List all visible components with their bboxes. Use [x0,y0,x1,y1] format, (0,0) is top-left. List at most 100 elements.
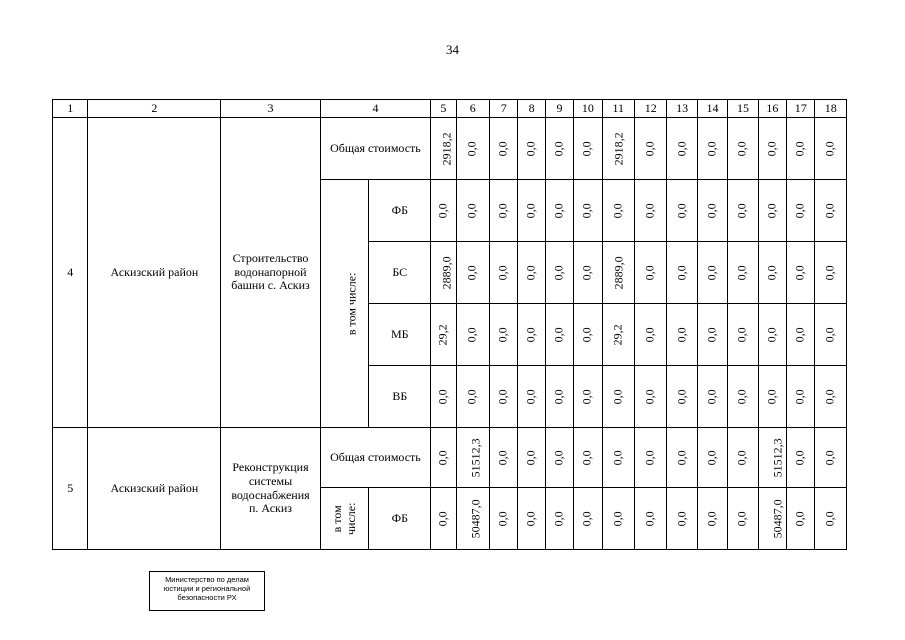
value: 0,0 [464,326,479,342]
value-cell: 0,0 [666,427,698,488]
value-cell: 0,0 [786,487,816,550]
value-cell: 0,0 [814,487,847,550]
header-cell: 13 [666,99,698,118]
district-cell: Аскизский район [87,117,222,428]
value: 2889,0 [439,255,454,289]
value: 2918,2 [439,131,454,165]
value: 0,0 [464,264,479,280]
value: 0,0 [551,140,566,156]
value-cell: 2889,0 [601,241,635,304]
value-cell: 0,0 [517,179,546,242]
incl-label-cell: в том числе: [319,179,370,428]
value: 0,0 [464,202,479,218]
value-cell: 0,0 [814,179,847,242]
value-cell: 0,0 [696,179,729,242]
value-cell: 0,0 [573,241,603,304]
value-cell: 0,0 [666,365,698,428]
header-label: 11 [612,100,625,115]
value: 0,0 [551,202,566,218]
row-number: 5 [51,427,89,550]
value-cell: 0,0 [786,179,816,242]
value-cell: 0,0 [786,241,816,304]
value-cell: 0,0 [814,427,847,488]
value: 0,0 [579,388,594,404]
value: 0,0 [464,388,479,404]
value: 0,0 [642,326,657,342]
value-cell: 0,0 [633,179,668,242]
district-text: Аскизский район [110,264,199,279]
value-cell: 0,0 [633,117,668,180]
value: 0,0 [792,510,807,526]
value: 0,0 [579,202,594,218]
header-label: 1 [67,100,74,115]
value-cell: 0,0 [544,303,575,366]
value: 0,0 [822,202,837,218]
header-label: 2 [151,100,158,115]
value: 0,0 [704,326,719,342]
value-cell: 0,0 [573,179,603,242]
value-cell: 0,0 [517,427,546,488]
value-cell: 0,0 [757,365,788,428]
header-label: 16 [766,100,779,115]
value: 0,0 [764,264,779,280]
source-label: ФБ [391,202,408,217]
stamp-line-2: юстиции и региональной [163,584,251,593]
header-label: 7 [500,100,507,115]
header-label: 13 [676,100,689,115]
source-label-cell: БС [368,241,432,304]
value: 0,0 [495,140,510,156]
value-cell: 0,0 [544,117,575,180]
value: 29,2 [435,323,450,345]
value-cell: 0,0 [814,117,847,180]
value-cell: 29,2 [430,303,457,366]
source-label-cell: ФБ [368,179,432,242]
value-cell: 0,0 [544,179,575,242]
value-cell: 0,0 [786,427,816,488]
value: 0,0 [435,449,450,465]
value-cell: 0,0 [601,179,635,242]
header-cell: 12 [633,99,668,118]
incl-label-cell: в том числе: [319,487,370,550]
header-cell: 11 [601,99,635,118]
value-cell: 0,0 [455,179,491,242]
value: 0,0 [792,326,807,342]
value-cell: 0,0 [727,241,759,304]
value-cell: 0,0 [544,427,575,488]
value-cell: 0,0 [488,179,519,242]
value: 0,0 [822,510,837,526]
object-text: Реконструкция системы водоснабжения п. А… [231,459,310,516]
value-cell: 0,0 [696,427,729,488]
value: 0,0 [822,264,837,280]
value-cell: 0,0 [786,365,816,428]
value: 0,0 [704,510,719,526]
value-cell: 0,0 [430,487,457,550]
header-cell: 5 [430,99,457,118]
value: 0,0 [792,388,807,404]
value-cell: 0,0 [455,365,491,428]
value: 0,0 [435,388,450,404]
value-cell: 0,0 [696,303,729,366]
value-cell: 0,0 [786,303,816,366]
value-cell: 0,0 [430,179,457,242]
value-cell: 0,0 [757,241,788,304]
header-cell: 4 [319,99,432,118]
source-label-cell: МБ [368,303,432,366]
value: 0,0 [435,202,450,218]
value: 2889,0 [611,255,626,289]
value-cell: 0,0 [455,117,491,180]
incl-label: в том числе: [329,502,358,535]
value: 0,0 [642,449,657,465]
value: 0,0 [579,140,594,156]
value: 0,0 [435,510,450,526]
value: 0,0 [642,202,657,218]
value-cell: 0,0 [727,365,759,428]
header-cell: 9 [544,99,575,118]
value-cell: 0,0 [488,117,519,180]
value-cell: 0,0 [633,427,668,488]
header-label: 18 [824,100,837,115]
value: 0,0 [735,388,750,404]
value: 0,0 [792,449,807,465]
value: 0,0 [735,140,750,156]
